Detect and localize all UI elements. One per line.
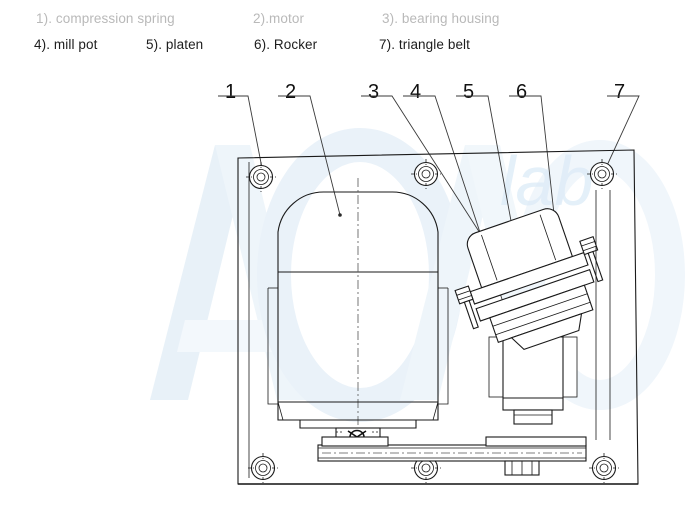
bolt-bottom-middle bbox=[411, 453, 441, 483]
bolt-bottom-right bbox=[589, 453, 619, 483]
legend: 1). compression spring 2).motor 3). bear… bbox=[0, 0, 700, 62]
legend-row-2: 4). mill pot 5). platen 6). Rocker 7). t… bbox=[0, 36, 700, 62]
legend-item-1: 1). compression spring bbox=[36, 11, 175, 26]
bolt-right bbox=[579, 236, 604, 283]
callout-number-5: 5 bbox=[463, 81, 475, 103]
platen-rail bbox=[317, 436, 587, 476]
legend-item-2: 2).motor bbox=[253, 11, 305, 26]
leader-1 bbox=[218, 95, 263, 169]
bolt-top-right bbox=[587, 159, 617, 189]
leader-3 bbox=[361, 95, 488, 245]
rocker-assembly bbox=[454, 208, 604, 350]
callout-number-1: 1 bbox=[225, 81, 237, 103]
leader-2 bbox=[278, 95, 341, 216]
frame-bolts bbox=[246, 159, 619, 483]
legend-item-4: 4). mill pot bbox=[34, 37, 98, 52]
callout-number-7: 7 bbox=[614, 81, 626, 103]
legend-item-6: 6). Rocker bbox=[254, 37, 318, 52]
callout-number-6: 6 bbox=[516, 81, 528, 103]
bolt-top-middle bbox=[411, 159, 441, 189]
leader-7 bbox=[603, 95, 640, 173]
leader-5 bbox=[456, 95, 517, 249]
mill-pot bbox=[488, 327, 578, 425]
callout-number-3: 3 bbox=[368, 81, 380, 103]
callout-number-4: 4 bbox=[410, 81, 422, 103]
bolt-left bbox=[454, 285, 479, 330]
bolt-top-left bbox=[246, 162, 276, 192]
legend-row-1: 1). compression spring 2).motor 3). bear… bbox=[0, 10, 700, 36]
motor-body bbox=[267, 178, 449, 432]
triangle-belt bbox=[595, 190, 611, 440]
legend-item-5: 5). platen bbox=[146, 37, 204, 52]
callout-number-2: 2 bbox=[285, 81, 297, 103]
legend-item-3: 3). bearing housing bbox=[382, 11, 500, 26]
rocker-clamp bbox=[469, 251, 595, 344]
leader-6 bbox=[509, 95, 557, 233]
bolt-bottom-left bbox=[248, 453, 278, 483]
legend-item-7: 7). triangle belt bbox=[379, 37, 470, 52]
leader-2-dot bbox=[338, 213, 342, 217]
